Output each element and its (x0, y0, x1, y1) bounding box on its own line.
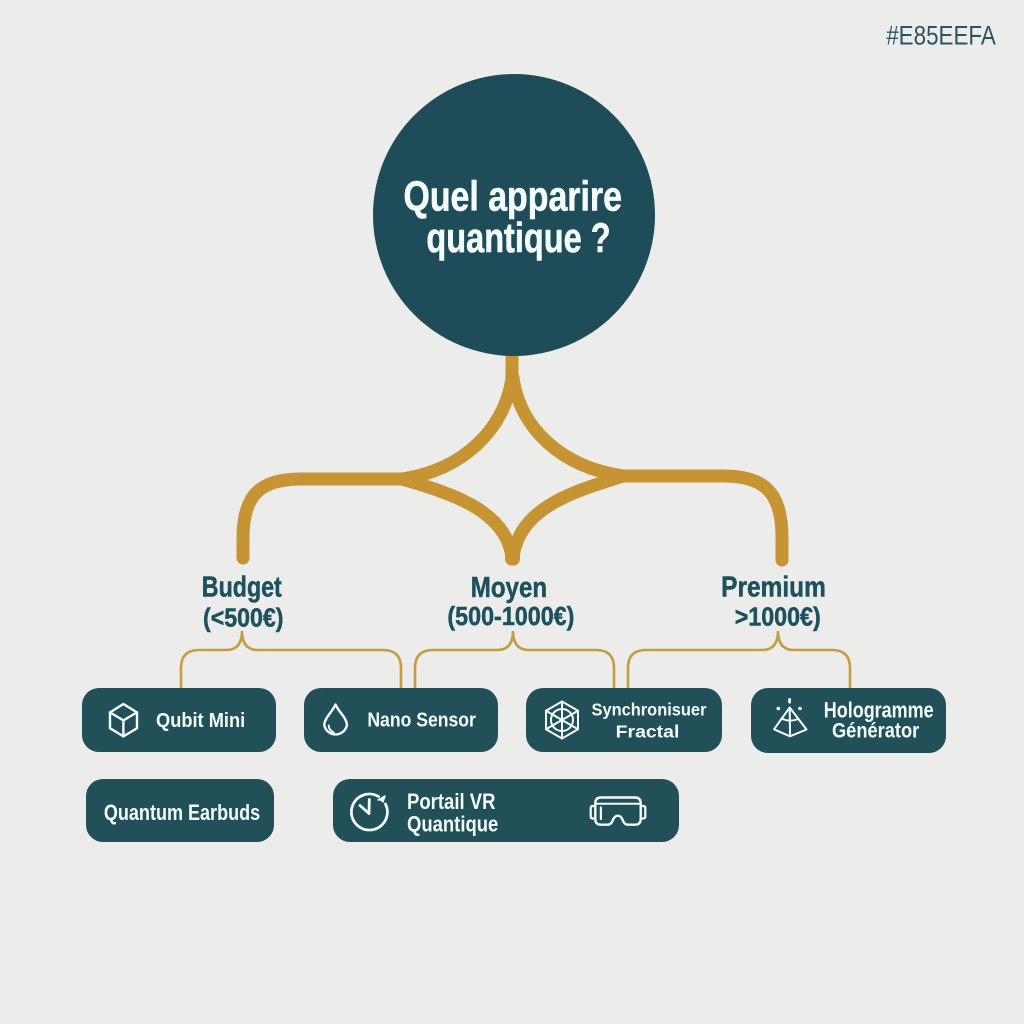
svg-text:#E85EEFA: #E85EEFA (886, 22, 996, 51)
svg-text:Nano Sensor: Nano Sensor (367, 709, 476, 732)
svg-text:Quantum Earbuds: Quantum Earbuds (104, 801, 260, 825)
svg-text:Synchronisuer: Synchronisuer (592, 699, 707, 720)
svg-text:(500-1000€): (500-1000€) (447, 603, 574, 631)
svg-text:quantique ?: quantique ? (426, 214, 610, 261)
svg-text:Quel apparire: Quel apparire (403, 173, 621, 220)
svg-text:(<500€): (<500€) (203, 604, 283, 633)
svg-text:Moyen: Moyen (471, 571, 547, 604)
svg-text:Fractal: Fractal (616, 721, 680, 741)
svg-text:Premium: Premium (721, 571, 826, 603)
svg-text:Portail VR: Portail VR (407, 791, 496, 815)
svg-text:Générator: Générator (832, 719, 919, 743)
svg-text:Hologramme: Hologramme (824, 699, 934, 723)
svg-text:Qubit Mini: Qubit Mini (156, 709, 245, 732)
svg-text:Budget: Budget (202, 570, 282, 603)
svg-text:>1000€): >1000€) (735, 603, 821, 631)
svg-text:Quantique: Quantique (407, 813, 498, 837)
